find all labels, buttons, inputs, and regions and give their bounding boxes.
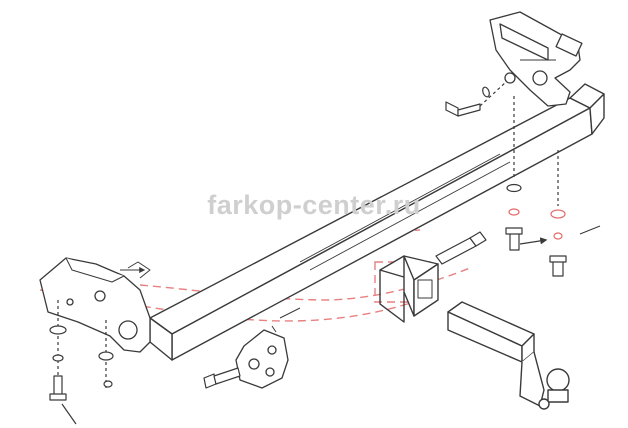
bolt-set-far-right [549,150,567,277]
bolt-washer-nut-sets [49,81,567,425]
removable-ball-mount [447,301,570,410]
main-crossbar [149,83,605,361]
electrical-socket-plate [235,325,289,389]
leader-lines [120,225,601,319]
bolt-middle [435,231,487,265]
watermark-text: farkop-center.ru [207,190,421,220]
bolt-set-right [505,96,548,251]
bolt-top-right [445,81,507,117]
receiver-tube [379,255,439,323]
bolt-set-left [49,300,77,425]
bolt-socket [203,367,241,389]
right-bracket [489,11,583,107]
left-bracket [39,257,151,353]
bolt-set-left-2 [98,320,114,388]
